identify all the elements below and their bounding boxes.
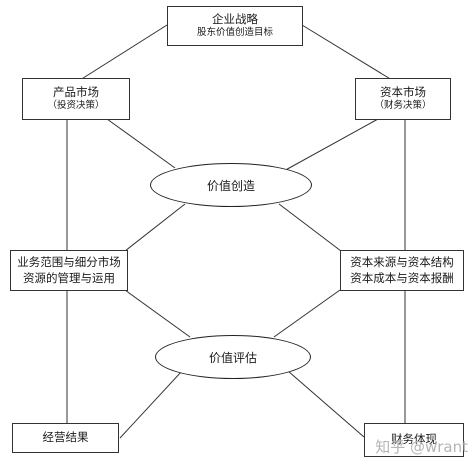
capital-source-line2: 资本成本与资本报酬 [350,270,454,285]
operating-results-label: 经营结果 [42,430,89,445]
business-scope-line1: 业务范围与细分市场 [17,254,121,269]
business-scope-line2: 资源的管理与运用 [23,270,115,285]
capital-market-box: 资本市场 （财务决策） [355,78,451,120]
capital-market-subtitle: （财务决策） [374,100,432,112]
operating-results-box: 经营结果 [12,423,119,453]
line-value-creation-to-business-scope [124,203,186,252]
capital-source-box: 资本来源与资本结构 资本成本与资本报酬 [340,250,464,291]
line-value-assessment-to-operating-results [119,370,183,439]
value-creation-label: 价值创造 [206,178,255,193]
product-market-box: 产品市场 （投资决策） [22,78,130,120]
line-value-creation-to-capital-source [278,203,342,252]
line-product-market-to-value-creation [106,118,176,169]
line-capital-market-to-value-creation [281,118,379,173]
financial-report-box: 财务体现 [364,423,464,457]
line-value-assessment-to-financial-report [287,370,365,438]
business-scope-box: 业务范围与细分市场 资源的管理与运用 [10,250,128,291]
financial-report-label: 财务体现 [391,432,437,447]
line-capital-source-to-value-assessment [273,289,341,338]
value-assessment-label: 价值评估 [208,350,257,365]
product-market-title: 产品市场 [53,84,99,99]
capital-market-title: 资本市场 [380,84,426,99]
corporate-strategy-box: 企业战略 股东价值创造目标 [167,6,303,46]
corporate-strategy-title: 企业战略 [212,11,258,26]
value-assessment-ellipse: 价值评估 [155,335,311,379]
corporate-strategy-subtitle: 股东价值创造目标 [196,27,273,39]
product-market-subtitle: （投资决策） [47,100,105,112]
value-creation-ellipse: 价值创造 [150,163,312,207]
line-top-to-capital-market [301,24,393,81]
capital-source-line1: 资本来源与资本结构 [350,254,454,269]
watermark: 知乎 @wrant [375,438,468,456]
line-business-scope-to-value-assessment [124,289,191,338]
line-top-to-product-market [79,24,168,81]
